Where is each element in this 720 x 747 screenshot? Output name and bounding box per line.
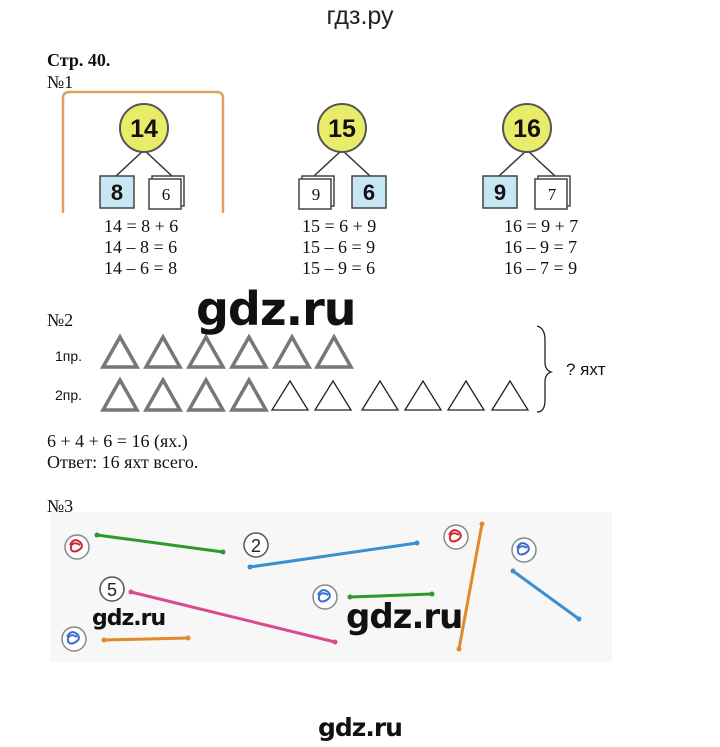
number-tree-3: 16 9 7 (482, 103, 571, 210)
equation: 15 – 6 = 9 (302, 237, 376, 257)
triangle (185, 333, 227, 369)
triangle (490, 379, 530, 411)
blue-scribble-circle (511, 537, 537, 563)
orange-line (102, 636, 190, 642)
part-number: 7 (548, 185, 557, 204)
triangle (271, 333, 313, 369)
task2-label: №2 (47, 310, 74, 330)
number-circle: 2 (243, 532, 269, 558)
whole-number: 16 (513, 115, 541, 143)
blue-line (511, 569, 581, 621)
equations-tree-2: 15 = 6 + 9 15 – 6 = 9 15 – 9 = 6 (302, 216, 376, 279)
part-box (99, 175, 135, 209)
brace (536, 325, 554, 413)
triangle (228, 376, 270, 412)
blue-scribble-circle (312, 584, 338, 610)
pink-line (129, 590, 337, 644)
part-number: 8 (111, 180, 123, 205)
whole-circle (119, 103, 169, 153)
whole-circle (317, 103, 367, 153)
triangle (142, 333, 184, 369)
svg-text:2: 2 (251, 536, 261, 556)
triangle (142, 376, 184, 412)
watermark: gdz.ru (196, 282, 357, 336)
equations-tree-3: 16 = 9 + 7 16 – 9 = 7 16 – 7 = 9 (504, 216, 578, 279)
row1-label: 1пр. (55, 348, 83, 364)
part-box (351, 175, 387, 209)
task3-lines (94, 521, 582, 652)
svg-text:5: 5 (107, 580, 117, 600)
number-circle: 5 (99, 576, 125, 602)
number-tree-2: 15 9 6 (298, 103, 387, 210)
part-number: 6 (162, 185, 171, 204)
page-label: Стр. 40. (47, 50, 111, 70)
green-line (95, 533, 225, 554)
watermark: gdz.ru (92, 606, 166, 631)
orange-line (457, 522, 484, 651)
triangle (313, 379, 353, 411)
triangle (99, 333, 141, 369)
number-tree-1: 14 8 6 (99, 103, 185, 210)
watermark: gdz.ru (318, 713, 403, 742)
part-number: 9 (312, 185, 321, 204)
task2-answer: Ответ: 16 яхт всего. (47, 452, 199, 472)
highlight-frame (61, 90, 225, 213)
whole-number: 14 (130, 115, 158, 143)
blue-line (248, 541, 419, 569)
equation: 14 – 8 = 6 (104, 237, 178, 257)
equation: 16 – 9 = 7 (504, 237, 578, 257)
equation: 15 – 9 = 6 (302, 258, 376, 278)
part-number: 9 (494, 180, 506, 205)
triangle (228, 333, 270, 369)
equation: 16 = 9 + 7 (504, 216, 579, 236)
green-line (348, 592, 434, 599)
triangle (99, 376, 141, 412)
equation: 16 – 7 = 9 (504, 258, 578, 278)
triangle (403, 379, 443, 411)
equations-tree-1: 14 = 8 + 6 14 – 8 = 6 14 – 6 = 8 (104, 216, 178, 279)
brace-label: ? яхт (566, 360, 606, 379)
task1-label: №1 (47, 72, 74, 92)
site-title: гдз.ру (326, 2, 394, 30)
part-number: 6 (363, 180, 375, 205)
blue-scribble-circle (61, 626, 87, 652)
equation: 14 – 6 = 8 (104, 258, 178, 278)
whole-circle (502, 103, 552, 153)
red-scribble-circle (443, 524, 469, 550)
row2-label: 2пр. (55, 387, 83, 403)
equation: 15 = 6 + 9 (302, 216, 377, 236)
triangle (185, 376, 227, 412)
watermark: gdz.ru (346, 597, 463, 637)
part-box (482, 175, 518, 209)
task2-equation: 6 + 4 + 6 = 16 (ях.) (47, 431, 188, 451)
triangle (313, 333, 355, 369)
row1-triangles (99, 333, 355, 369)
triangle (360, 379, 400, 411)
triangle (270, 379, 310, 411)
whole-number: 15 (328, 115, 356, 143)
red-scribble-circle (64, 534, 90, 560)
row2-triangles (99, 376, 530, 412)
task3-label: №3 (47, 496, 74, 516)
equation: 14 = 8 + 6 (104, 216, 179, 236)
triangle (446, 379, 486, 411)
